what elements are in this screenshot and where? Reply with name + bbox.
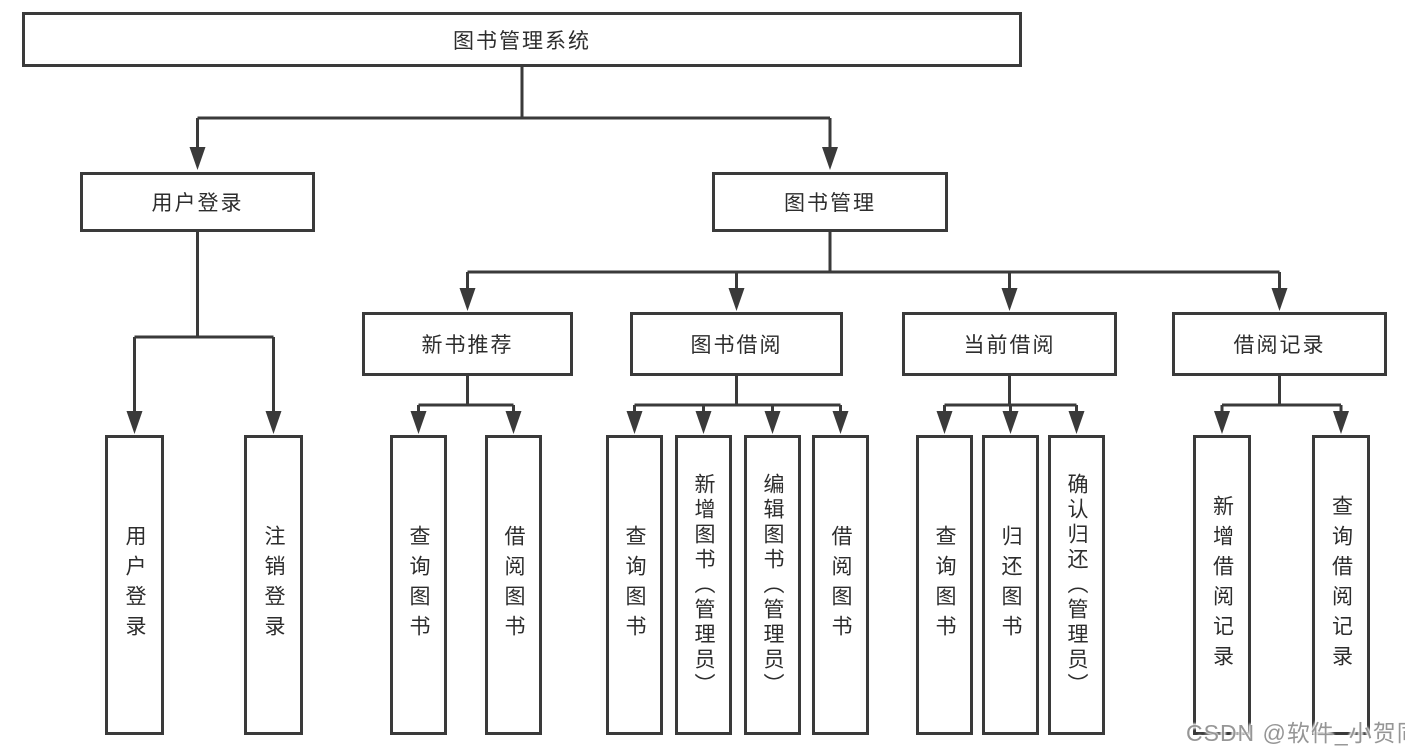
csdn-watermark: CSDN @软件_小贺同学 [1186, 720, 1405, 746]
leaf-borrow-books-recommend: 借阅图书 [485, 435, 542, 735]
node-current-borrow: 当前借阅 [902, 312, 1117, 376]
node-user-login: 用户登录 [80, 172, 315, 232]
node-book-borrow: 图书借阅 [630, 312, 843, 376]
leaf-borrow-books: 借阅图书 [812, 435, 869, 735]
leaf-query-borrow-record: 查询借阅记录 [1312, 435, 1370, 735]
leaf-edit-books-admin: 编辑图书（管理员） [744, 435, 801, 735]
leaf-user-login: 用户登录 [105, 435, 164, 735]
leaf-query-books-current: 查询图书 [916, 435, 973, 735]
leaf-confirm-return-admin: 确认归还（管理员） [1048, 435, 1105, 735]
arrowheads [126, 147, 1349, 434]
leaf-query-books-borrow: 查询图书 [606, 435, 663, 735]
node-library-management-system: 图书管理系统 [22, 12, 1022, 67]
leaf-add-books-admin: 新增图书（管理员） [675, 435, 732, 735]
leaf-add-borrow-record: 新增借阅记录 [1193, 435, 1251, 735]
leaf-logout: 注销登录 [244, 435, 303, 735]
leaf-return-books: 归还图书 [982, 435, 1039, 735]
node-new-book-recommend: 新书推荐 [362, 312, 573, 376]
node-book-management: 图书管理 [712, 172, 948, 232]
node-borrow-records: 借阅记录 [1172, 312, 1387, 376]
leaf-query-books-recommend: 查询图书 [390, 435, 447, 735]
